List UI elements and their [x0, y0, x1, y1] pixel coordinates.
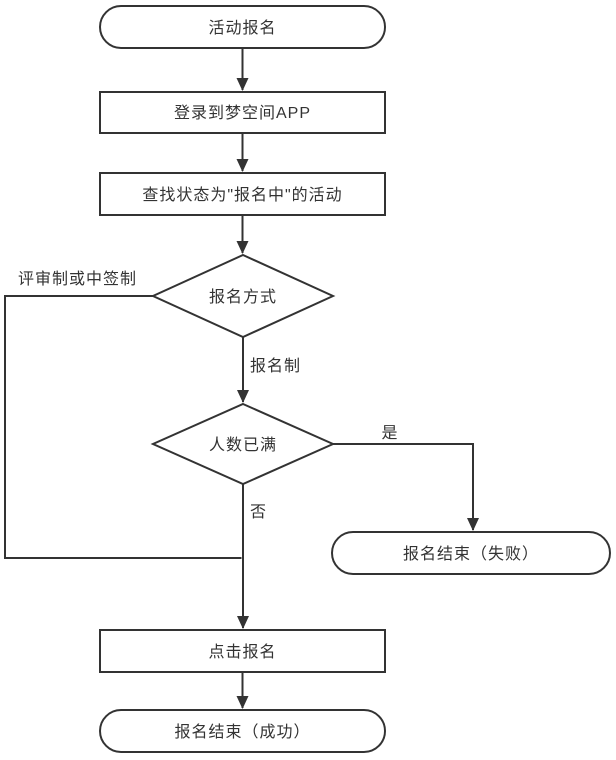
- node-capacity-full-shape: [150, 402, 336, 486]
- node-find-activity: 查找状态为"报名中"的活动: [99, 172, 386, 216]
- node-capacity-full: 人数已满: [150, 402, 336, 486]
- node-signup-method-label: 报名方式: [209, 288, 277, 306]
- node-capacity-full-label: 人数已满: [209, 436, 277, 454]
- edge-method-left-loop: [4, 295, 242, 559]
- node-signup-method: 报名方式: [150, 253, 336, 339]
- node-end-fail-shape: [331, 531, 611, 575]
- node-start: 活动报名: [99, 5, 386, 49]
- node-click-signup-shape: [99, 629, 386, 673]
- edge-label-no: 否: [250, 504, 267, 521]
- edge-label-review-or-lottery: 评审制或中签制: [18, 270, 137, 288]
- node-end-success-label: 报名结束（成功）: [174, 723, 310, 741]
- node-end-success-shape: [99, 709, 386, 753]
- node-find-activity-shape: [99, 172, 386, 216]
- node-click-signup: 点击报名: [99, 629, 386, 673]
- node-end-fail-label: 报名结束（失败）: [403, 545, 539, 563]
- node-start-shape: [99, 5, 386, 49]
- edge-full-yes-to-fail: [333, 443, 479, 531]
- edges: [4, 48, 479, 709]
- node-start-label: 活动报名: [208, 19, 276, 37]
- node-find-activity-label: 查找状态为"报名中"的活动: [142, 186, 342, 204]
- node-signup-method-shape: [150, 253, 336, 339]
- edge-label-signup-system: 报名制: [250, 357, 301, 375]
- node-end-fail: 报名结束（失败）: [331, 531, 611, 575]
- node-login-shape: [99, 91, 386, 134]
- node-click-signup-label: 点击报名: [208, 643, 276, 661]
- node-login: 登录到梦空间APP: [99, 91, 386, 134]
- node-end-success: 报名结束（成功）: [99, 709, 386, 753]
- edge-label-yes: 是: [381, 425, 398, 442]
- node-login-label: 登录到梦空间APP: [174, 104, 311, 122]
